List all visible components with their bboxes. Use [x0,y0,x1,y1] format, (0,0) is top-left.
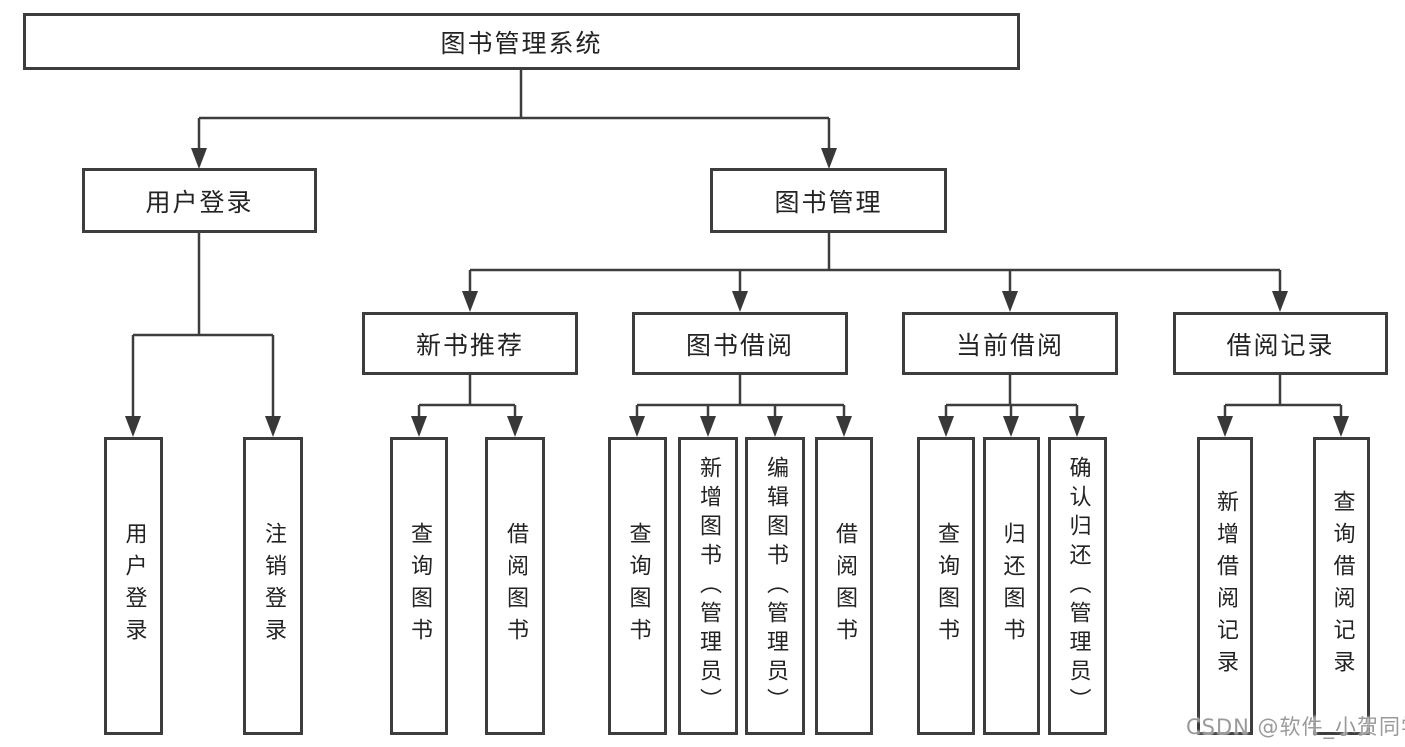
arrowhead [1003,416,1019,437]
leaf-current-return-books: 归还图书 [983,437,1040,735]
leaf-records-query-borrow-record: 查询借阅记录 [1313,437,1370,735]
arrowhead [836,416,852,437]
leaf-current-query-books: 查询图书 [917,437,975,735]
arrowhead [767,416,783,437]
arrowhead [191,148,207,169]
tree-edges [131,70,1343,416]
leaf-user-login: 用户登录 [104,437,163,735]
node-new-book-recommend: 新书推荐 [362,312,578,375]
leaf-records-add-borrow-record: 新增借阅记录 [1197,437,1253,735]
arrowhead [1217,416,1233,437]
leaf-logout: 注销登录 [243,437,303,735]
node-borrow-records: 借阅记录 [1173,312,1388,375]
arrowhead [1272,291,1288,312]
arrowhead [411,416,427,437]
arrowhead [1333,416,1349,437]
arrowhead [1002,291,1018,312]
node-book-management: 图书管理 [710,168,947,233]
leaf-recommend-borrow-books: 借阅图书 [485,437,545,735]
leaf-borrow-add-books-admin: 新增图书（管理员） [678,437,738,735]
node-book-borrow: 图书借阅 [632,312,848,375]
node-user-login: 用户登录 [82,168,317,233]
arrowhead [462,291,478,312]
leaf-recommend-query-books: 查询图书 [390,437,448,735]
arrowhead [1069,416,1085,437]
arrowhead [125,416,141,437]
leaf-borrow-query-books: 查询图书 [608,437,667,735]
node-root-library-system: 图书管理系统 [23,13,1020,70]
arrowhead [938,416,954,437]
node-current-borrow: 当前借阅 [902,312,1118,375]
arrowhead [629,416,645,437]
arrowhead [265,416,281,437]
leaf-current-confirm-return-admin: 确认归还（管理员） [1048,437,1107,735]
leaf-borrow-edit-books-admin: 编辑图书（管理员） [745,437,805,735]
arrowhead [821,148,837,169]
csdn-watermark: CSDN @软件_小贺同学 [1186,715,1405,739]
arrowhead [700,416,716,437]
arrowhead [507,416,523,437]
arrowhead [732,291,748,312]
leaf-borrow-borrow-books: 借阅图书 [815,437,873,735]
